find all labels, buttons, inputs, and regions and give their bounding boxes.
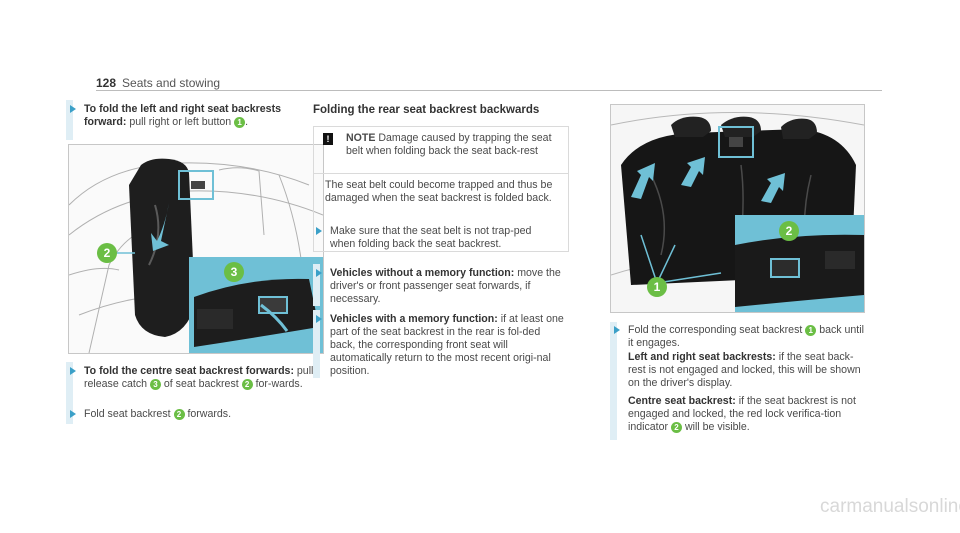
para-text: if the seat back-rest is not engaged and… [628, 351, 861, 389]
step-bold: Vehicles with a memory function: [330, 313, 498, 325]
bullet-icon [70, 105, 76, 113]
step-text: Fold the corresponding seat backrest [628, 324, 806, 336]
accent-bar [313, 310, 320, 378]
watermark: carmanualsonline.info [820, 496, 960, 517]
callout-3-icon: 3 [224, 262, 244, 282]
section-heading: Folding the rear seat backrest backwards [313, 104, 540, 116]
bullet-icon [614, 326, 620, 334]
para-bold: Left and right seat backrests: [628, 351, 776, 363]
callout-3-icon: 3 [149, 378, 161, 390]
step-text: for-wards. [252, 378, 303, 390]
para-text: if the seat backrest is not engaged and … [628, 395, 856, 433]
left-step-2: To fold the centre seat backrest forward… [70, 365, 314, 391]
right-paragraph-1: Left and right seat backrests: if the se… [628, 351, 868, 390]
note-title-text: Damage caused by trapping the seat belt … [346, 132, 552, 157]
accent-bar [66, 404, 73, 424]
callout-2-icon: 2 [671, 421, 682, 433]
note-bullet: Make sure that the seat belt is not trap… [316, 225, 555, 251]
warning-icon: ! [323, 133, 333, 145]
page-number: 128 [96, 76, 117, 90]
para-text: will be visible. [682, 421, 750, 433]
step-end: . [245, 116, 249, 128]
bullet-icon [316, 315, 322, 323]
right-paragraph-2: Centre seat backrest: if the seat backre… [628, 395, 868, 434]
para-bold: Centre seat backrest: [628, 395, 736, 407]
left-step-1: To fold the left and right seat backrest… [70, 103, 309, 129]
lock-indicator-illustration [735, 234, 864, 307]
note-bullet-text: Make sure that the seat belt is not trap… [330, 225, 532, 250]
figure-left-seats: 2 3 [68, 144, 324, 354]
accent-bar [610, 322, 617, 440]
header-rule [96, 90, 882, 91]
bullet-icon [316, 227, 322, 235]
note-title: NOTE Damage caused by trapping the seat … [346, 132, 561, 158]
right-step-1: Fold the corresponding seat backrest 1 b… [614, 324, 868, 350]
step-text: pull release catch [84, 365, 314, 390]
step-bold: To fold the left and right seat backrest… [84, 103, 281, 128]
step-text: if at least one part of the seat backres… [330, 313, 564, 377]
step-text: Fold seat backrest [84, 408, 174, 420]
note-box: ! NOTE Damage caused by trapping the sea… [313, 126, 569, 252]
catch-illustration [194, 278, 319, 347]
accent-bar [66, 100, 73, 140]
callout-2-icon: 2 [173, 408, 185, 420]
step-bold: Vehicles without a memory function: [330, 267, 515, 279]
middle-step-1: Vehicles without a memory function: move… [316, 267, 565, 306]
step-bold: To fold the centre seat backrest forward… [84, 365, 294, 377]
inset-detail: 2 [735, 215, 864, 312]
bullet-icon [70, 410, 76, 418]
step-text: of seat backrest [160, 378, 242, 390]
step-text: move the driver's or front passenger sea… [330, 267, 561, 305]
figure-right-seats: 1 2 [610, 104, 865, 313]
section-title: Seats and stowing [122, 76, 221, 90]
callout-2-icon: 2 [779, 221, 799, 241]
left-step-3: Fold seat backrest 2 forwards. [70, 408, 314, 421]
accent-bar [313, 264, 320, 306]
step-text: forwards. [184, 408, 232, 420]
callout-1-icon: 1 [805, 324, 817, 336]
note-body: The seat belt could become trapped and t… [325, 179, 553, 204]
step-text: pull right or left button [126, 116, 235, 128]
bullet-icon [316, 269, 322, 277]
callout-2-icon: 2 [97, 243, 117, 263]
bullet-icon [70, 367, 76, 375]
callout-1-icon: 1 [647, 277, 667, 297]
note-label: NOTE [346, 132, 376, 144]
step-text: back until it engages. [628, 324, 864, 349]
callout-2-icon: 2 [241, 378, 253, 390]
callout-1-icon: 1 [234, 116, 246, 128]
note-title-row: ! NOTE Damage caused by trapping the sea… [314, 127, 568, 174]
middle-step-2: Vehicles with a memory function: if at l… [316, 313, 565, 378]
inset-detail: 3 [189, 257, 323, 353]
accent-bar [66, 362, 73, 418]
